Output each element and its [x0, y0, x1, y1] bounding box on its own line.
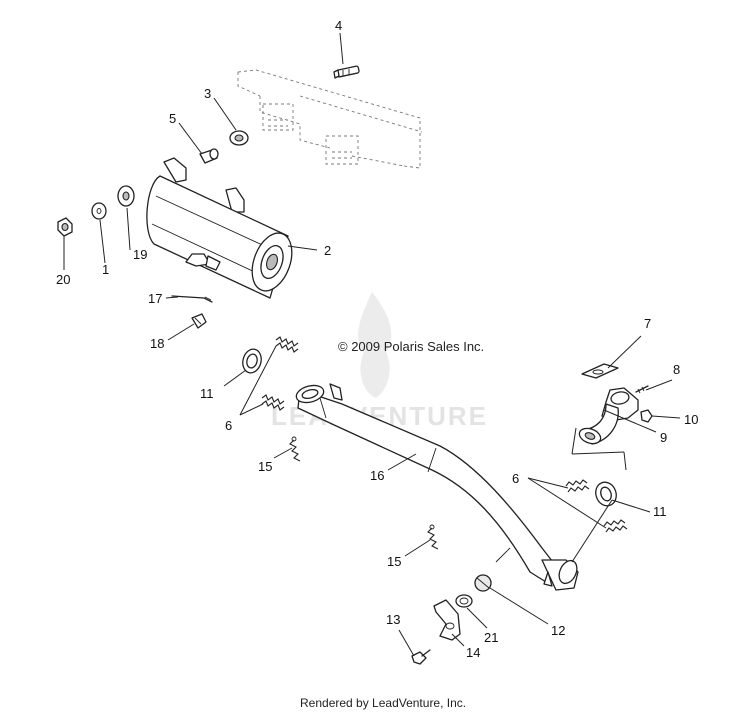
muffler-part-2: [146, 157, 293, 299]
exhaust-pipe-part-16: [295, 383, 579, 591]
callout-label: 4: [335, 18, 342, 33]
flat-washer-part-1: [91, 202, 107, 220]
callout-label: 8: [673, 362, 680, 377]
rubber-washer-part-19: [117, 185, 135, 207]
callout-label: 3: [204, 86, 211, 101]
head-pipe-part-10: [578, 387, 639, 445]
ring-gasket-part-21: [455, 594, 473, 608]
bolt-part-4: [333, 65, 360, 79]
callout-label: 12: [551, 623, 565, 638]
spring-part-6-upper-left: [275, 336, 299, 353]
callout-label: 2: [324, 243, 331, 258]
bushing-part-5: [199, 148, 219, 164]
callout-label: 19: [133, 247, 147, 262]
watermark-flame-logo: [358, 292, 392, 398]
clip-part-18: [191, 313, 207, 329]
hex-nut-part-20: [57, 217, 73, 237]
callout-label: 11: [653, 504, 667, 519]
callout-label: 14: [466, 645, 480, 660]
callout-label: 9: [660, 430, 667, 445]
grommet-part-3: [229, 130, 249, 146]
callout-label: 5: [169, 111, 176, 126]
callout-label: 1: [102, 262, 109, 277]
callout-label: 10: [684, 412, 698, 427]
spring-part-6-upper-right: [565, 479, 590, 493]
bolt-part-13: [411, 649, 431, 665]
spring-part-6-lower-right: [603, 519, 628, 533]
callout-label: 11: [200, 386, 214, 401]
bracket-part-14: [433, 599, 461, 641]
callout-label: 6: [512, 471, 519, 486]
callout-label: 18: [150, 336, 164, 351]
gasket-part-11-left: [242, 348, 262, 374]
spring-part-15-upper: [289, 436, 301, 462]
render-credit: Rendered by LeadVenture, Inc.: [300, 696, 466, 710]
spring-part-6-lower-left: [261, 394, 285, 411]
cap-part-12: [474, 574, 492, 592]
stud-part-8: [635, 385, 649, 394]
spring-part-15-lower: [427, 524, 439, 550]
callout-label: 15: [258, 459, 272, 474]
leader-lines: [63, 32, 681, 657]
pin-part-17: [171, 295, 213, 303]
gasket-part-7: [581, 363, 619, 379]
callout-label: 7: [644, 316, 651, 331]
callout-label: 15: [387, 554, 401, 569]
copyright-notice: © 2009 Polaris Sales Inc.: [338, 339, 484, 354]
callout-label: 6: [225, 418, 232, 433]
callout-label: 21: [484, 630, 498, 645]
callout-label: 16: [370, 468, 384, 483]
callout-label: 13: [386, 612, 400, 627]
nut-part-9: [640, 409, 653, 423]
callout-label: 20: [56, 272, 70, 287]
callout-labels: 4 3 5 2 19 1 20 17 18 11 6 15 16 15 7 8 …: [56, 18, 698, 660]
gasket-part-11-right: [595, 481, 617, 507]
callout-label: 17: [148, 291, 162, 306]
frame-section: [237, 69, 423, 169]
